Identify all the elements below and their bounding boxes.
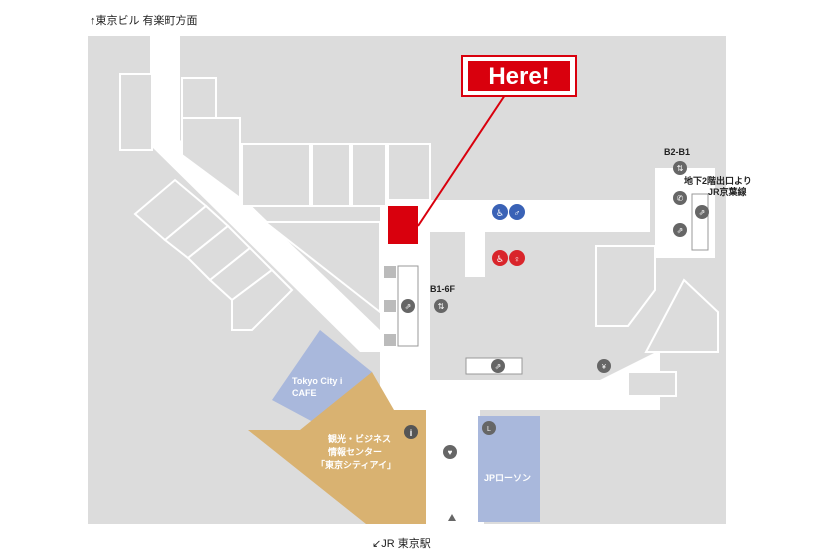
- svg-text:⇗: ⇗: [405, 302, 412, 311]
- svg-text:♿: ♿: [496, 208, 504, 218]
- svg-text:♿: ♿: [496, 254, 504, 264]
- info-center-label-line3: 「東京シティアイ」: [316, 459, 396, 470]
- accessible-icon: ♿: [492, 250, 508, 266]
- cafe-label-line2: CAFE: [292, 388, 317, 398]
- svg-text:⇗: ⇗: [699, 208, 706, 217]
- cafe-area: [272, 330, 372, 430]
- info-center-label-line1: 観光・ビジネス: [328, 433, 391, 444]
- pillars: [384, 266, 396, 346]
- atm-icon: ¥: [597, 359, 611, 373]
- svg-text:♂: ♂: [514, 208, 521, 218]
- svg-text:L: L: [487, 426, 491, 433]
- svg-text:⇅: ⇅: [677, 164, 684, 173]
- info-center-area: [248, 372, 426, 524]
- info-center-label-line2: 情報センター: [327, 446, 382, 457]
- svg-text:♀: ♀: [514, 254, 521, 264]
- triangle-up-icon: [448, 514, 456, 521]
- svg-text:i: i: [410, 428, 413, 438]
- phone-icon: ✆: [673, 191, 687, 205]
- bottom-direction-label: ↙JR 東京駅: [372, 536, 431, 550]
- elevator-icon: ⇅: [673, 161, 687, 175]
- escalator-icon: ⇗: [491, 359, 505, 373]
- cafe-label-line1: Tokyo City i: [292, 376, 342, 386]
- lawson-icon: L: [482, 421, 496, 435]
- female-restroom-icon: ♀: [509, 250, 525, 266]
- underground-exit-label: 地下2階出口より: [684, 175, 752, 186]
- escalator-icon: ⇗: [673, 223, 687, 237]
- store-blocks: [119, 73, 719, 397]
- current-location-marker: [388, 206, 418, 244]
- male-restroom-icon: ♂: [509, 204, 525, 220]
- escalator-icon: ⇗: [401, 299, 415, 313]
- svg-text:¥: ¥: [602, 364, 606, 371]
- svg-text:⇅: ⇅: [438, 302, 445, 311]
- jr-keiyo-line-label: JR京葉線: [708, 186, 747, 197]
- escalator-icon: ⇗: [695, 205, 709, 219]
- b2-b1-label: B2-B1: [664, 147, 690, 157]
- here-label: Here!: [488, 63, 549, 90]
- svg-text:✆: ✆: [677, 194, 684, 203]
- accessible-icon: ♿: [492, 204, 508, 220]
- info-icon: i: [404, 425, 418, 439]
- top-direction-label: ↑東京ビル 有楽町方面: [90, 13, 198, 27]
- svg-text:⇗: ⇗: [495, 362, 502, 371]
- elevator-icon: ⇅: [434, 299, 448, 313]
- here-pointer-line: [417, 94, 506, 227]
- icons: ⇗ ⇅ ⇅ ✆ ⇗ ⇗ ♿: [401, 161, 709, 521]
- b1-6f-label: B1-6F: [430, 284, 456, 294]
- lawson-label: JPローソン: [484, 473, 531, 483]
- svg-text:♥: ♥: [448, 448, 453, 457]
- svg-text:⇗: ⇗: [677, 226, 684, 235]
- aed-icon: ♥: [443, 445, 457, 459]
